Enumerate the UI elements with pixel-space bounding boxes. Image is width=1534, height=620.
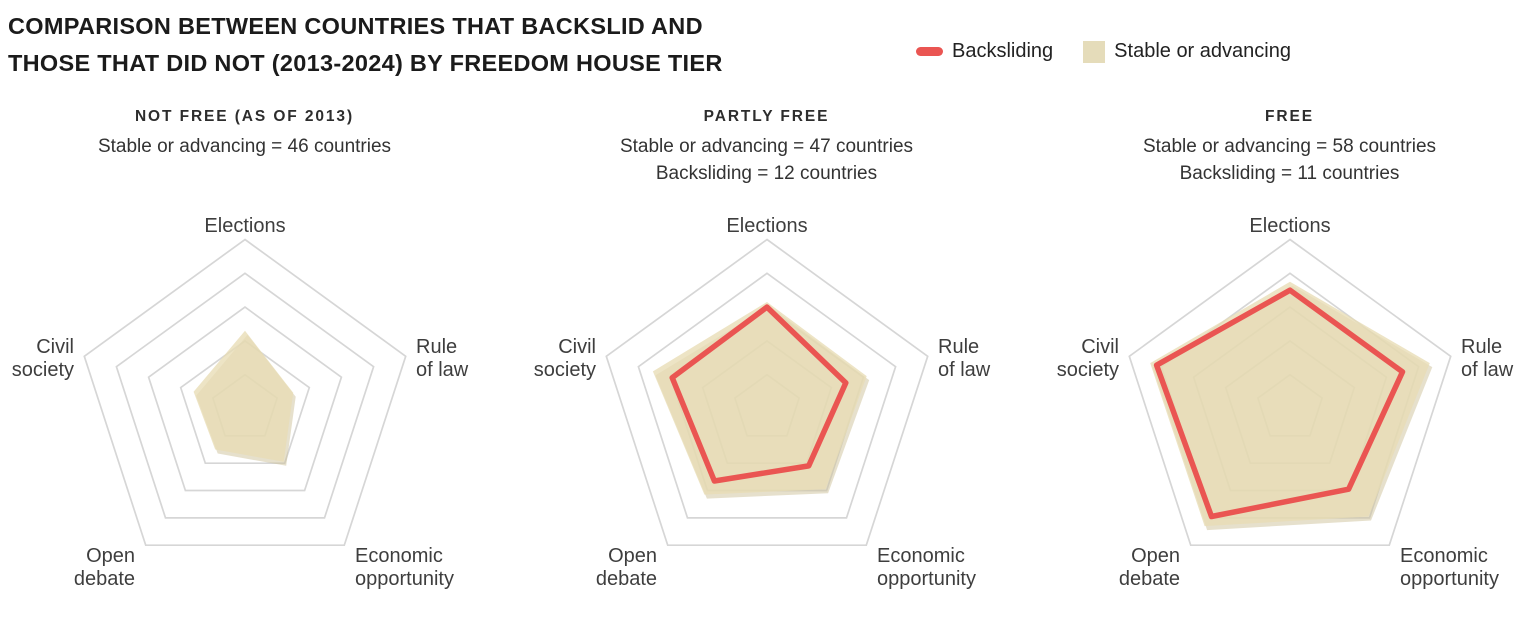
legend-item-stable: Stable or advancing	[1083, 40, 1291, 63]
grid-ring	[115, 272, 375, 519]
tier-subtitle-backsliding: Backsliding = 12 countries	[655, 163, 878, 184]
tier-title: NOT FREE (AS OF 2013)	[134, 108, 355, 125]
page-title-line1: COMPARISON BETWEEN COUNTRIES THAT BACKSL…	[8, 13, 703, 39]
chart-not-free-header: NOT FREE (AS OF 2013) Stable or advancin…	[0, 108, 500, 160]
chart-free-header: FREE Stable or advancing = 58 countries …	[1034, 108, 1534, 187]
legend-stable-swatch-icon	[1083, 40, 1106, 63]
backsliding-line	[669, 304, 849, 484]
grid-ring	[1128, 238, 1452, 547]
grid-ring	[147, 306, 343, 492]
grid-ring	[83, 238, 407, 547]
tier-title: PARTLY FREE	[703, 108, 830, 125]
legend-stable-label: Stable or advancing	[1114, 40, 1291, 62]
axis-label-elections: Elections	[726, 215, 807, 237]
tier-subtitle-stable: Stable or advancing = 47 countries	[619, 136, 914, 157]
backsliding-line	[1153, 287, 1406, 520]
legend-item-backsliding: Backsliding	[916, 40, 1053, 63]
tier-title: FREE	[1265, 108, 1314, 125]
grid-rings	[83, 238, 407, 547]
axis-label-elections: Elections	[1249, 215, 1330, 237]
legend: Backsliding Stable or advancing	[916, 40, 1291, 63]
legend-backsliding-label: Backsliding	[952, 40, 1054, 62]
chart-partly-free-header: PARTLY FREE Stable or advancing = 47 cou…	[511, 108, 1022, 187]
grid-ring	[605, 238, 929, 547]
grid-ring	[179, 339, 311, 465]
series-layer	[652, 302, 870, 499]
legend-backsliding-swatch-icon	[916, 46, 943, 57]
chart-partly-free: PARTLY FREE Stable or advancing = 47 cou…	[511, 0, 1022, 620]
tier-subtitle-backsliding: Backsliding = 11 countries	[1179, 163, 1400, 184]
chart-free: FREE Stable or advancing = 58 countries …	[1023, 0, 1534, 620]
tier-subtitle-stable: Stable or advancing = 46 countries	[97, 136, 392, 157]
series-layer	[193, 330, 296, 466]
stable-area	[193, 330, 294, 462]
chart-not-free: NOT FREE (AS OF 2013) Stable or advancin…	[0, 0, 511, 620]
series-layer	[1150, 281, 1433, 531]
page-title-line2: THOSE THAT DID NOT (2013-2024) BY FREEDO…	[8, 50, 723, 76]
tier-subtitle-stable: Stable or advancing = 58 countries	[1142, 136, 1437, 157]
page-title: COMPARISON BETWEEN COUNTRIES THAT BACKSL…	[8, 8, 723, 82]
grid-ring	[637, 272, 897, 519]
axis-label-elections: Elections	[204, 215, 285, 237]
